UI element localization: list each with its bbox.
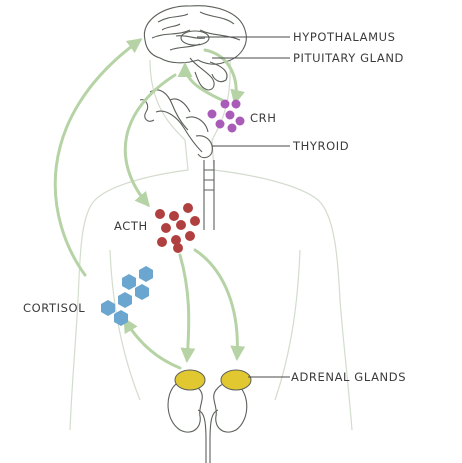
arrow-hypothalamus-to-pituitary [203,48,245,105]
throat-illustration [139,89,215,230]
label-hypothalamus: HYPOTHALAMUS [293,30,396,44]
arrow-acth-to-left-adrenal [178,253,196,363]
label-acth: ACTH [114,219,148,233]
label-cortisol: CORTISOL [23,301,85,315]
arrow-pituitary-to-acth [123,73,177,208]
arrow-acth-to-right-adrenal [193,248,246,361]
leader-lines [197,36,290,378]
arrow-adrenal-to-cortisol [123,317,182,370]
brain-illustration [143,5,247,91]
labels: HYPOTHALAMUS PITUITARY GLAND CRH THYROID… [23,30,406,384]
label-pituitary-gland: PITUITARY GLAND [293,51,404,65]
cortisol-molecules [101,266,153,326]
acth-molecules [155,203,200,253]
crh-molecules [207,99,245,133]
adrenal-glands [174,369,252,391]
pathway-arrows [53,38,246,370]
label-thyroid: THYROID [292,139,349,153]
label-adrenal-glands: ADRENAL GLANDS [291,370,406,384]
label-crh: CRH [250,111,276,125]
body-silhouette [69,59,353,431]
arrow-crh-back [177,62,224,102]
kidneys-illustration [167,381,248,463]
arrow-cortisol-to-hypothalamus [53,38,143,277]
